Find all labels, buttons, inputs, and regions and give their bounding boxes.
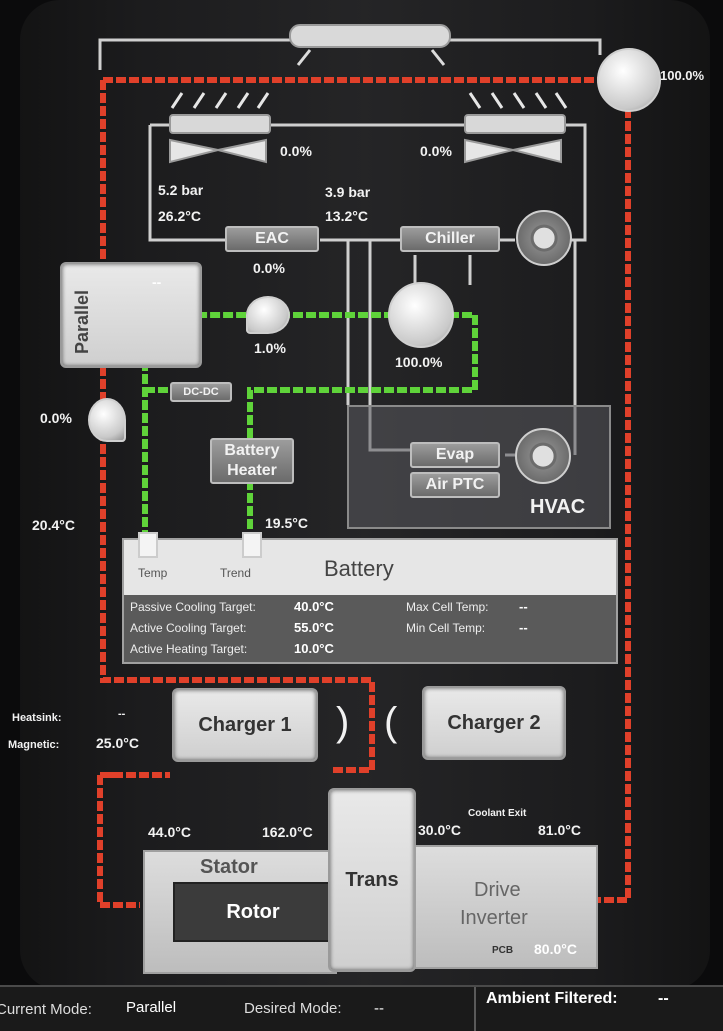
right-fan-pct: 0.0% bbox=[420, 143, 452, 159]
high-side-pressure: 5.2 bar bbox=[158, 182, 204, 198]
charger-2: Charger 2 bbox=[422, 686, 566, 760]
battery-temp-sensor bbox=[138, 532, 158, 558]
condenser-fan-pct: 100.0% bbox=[660, 68, 705, 83]
coolant-inlet-temp: 30.0°C bbox=[418, 822, 461, 838]
low-side-temp: 13.2°C bbox=[325, 208, 368, 224]
powertrain-coolant-loop bbox=[97, 77, 631, 908]
ambient-label: Ambient Filtered: bbox=[486, 990, 618, 1007]
stator-panel: Stator Rotor bbox=[143, 850, 337, 974]
rotor-label: Rotor bbox=[226, 900, 280, 923]
powertrain-pump-pct: 0.0% bbox=[40, 410, 72, 426]
active-heating-value: 10.0°C bbox=[294, 641, 334, 656]
max-cell-value: -- bbox=[519, 599, 528, 614]
low-side-pressure: 3.9 bar bbox=[325, 184, 371, 200]
eac-pct: 0.0% bbox=[253, 260, 285, 276]
battery-trend-sensor bbox=[242, 532, 262, 558]
dcdc-converter: DC-DC bbox=[170, 382, 232, 402]
valve-mode-label: Parallel bbox=[72, 289, 92, 354]
pcb-temp: 80.0°C bbox=[534, 941, 577, 957]
evaporator: Evap bbox=[410, 442, 500, 468]
charger-link-left-icon: ) bbox=[336, 700, 350, 744]
coolant-exit-temp: 81.0°C bbox=[538, 822, 581, 838]
rotor-temp: 162.0°C bbox=[262, 824, 313, 840]
stator-temp: 44.0°C bbox=[148, 824, 191, 840]
desired-mode-value: -- bbox=[374, 1000, 384, 1017]
active-cooling-label: Active Cooling Target: bbox=[130, 621, 247, 635]
condenser-fans bbox=[169, 138, 562, 164]
max-cell-label: Max Cell Temp: bbox=[406, 600, 489, 614]
battery-pump-icon bbox=[246, 296, 290, 334]
charger-link-right-icon: ( bbox=[384, 700, 398, 744]
desired-mode-label: Desired Mode: bbox=[244, 1000, 342, 1017]
high-side-temp: 26.2°C bbox=[158, 208, 201, 224]
eac-valve: EAC bbox=[225, 226, 319, 252]
hvac-title: HVAC bbox=[530, 496, 586, 518]
rotor-box: Rotor bbox=[173, 882, 333, 942]
passive-cooling-label: Passive Cooling Target: bbox=[130, 600, 256, 614]
battery-trend-label: Trend bbox=[220, 566, 251, 580]
chiller: Chiller bbox=[400, 226, 500, 252]
min-cell-label: Min Cell Temp: bbox=[406, 621, 486, 635]
air-ptc-heater: Air PTC bbox=[410, 472, 500, 498]
battery-heater: Battery Heater bbox=[210, 438, 294, 484]
valve-mode-panel: Parallel -- bbox=[60, 262, 202, 368]
left-coolant-temp: 20.4°C bbox=[32, 517, 75, 533]
coolant-exit-label: Coolant Exit bbox=[468, 808, 527, 819]
chiller-pump-pct: 100.0% bbox=[395, 354, 443, 370]
inverter-label-2: Inverter bbox=[460, 907, 528, 929]
drive-inverter-panel: Drive Inverter PCB 80.0°C bbox=[414, 845, 598, 969]
status-bar: Current Mode: Parallel Desired Mode: -- … bbox=[0, 985, 723, 1031]
airflow-lines bbox=[170, 92, 568, 109]
evap-expansion-valve-icon bbox=[515, 428, 571, 484]
active-cooling-value: 55.0°C bbox=[294, 620, 334, 635]
heatsink-label: Heatsink: bbox=[12, 712, 62, 724]
pcb-label: PCB bbox=[492, 945, 514, 956]
battery-pump-pct: 1.0% bbox=[254, 340, 286, 356]
battery-heater-temp: 19.5°C bbox=[265, 515, 308, 531]
inverter-label-1: Drive bbox=[474, 879, 521, 901]
passive-cooling-value: 40.0°C bbox=[294, 599, 334, 614]
charger-1: Charger 1 bbox=[172, 688, 318, 762]
powertrain-pump-icon bbox=[88, 398, 126, 442]
current-mode-label: Current Mode: bbox=[0, 1001, 92, 1018]
battery-panel: Temp Trend Battery Passive Cooling Targe… bbox=[122, 532, 618, 664]
active-heating-label: Active Heating Target: bbox=[130, 642, 248, 656]
heatsink-value: -- bbox=[118, 708, 126, 720]
chiller-pump-icon bbox=[388, 282, 454, 348]
min-cell-value: -- bbox=[519, 620, 528, 635]
chiller-expansion-valve-icon bbox=[516, 210, 572, 266]
ambient-value: -- bbox=[658, 990, 669, 1007]
magnetic-value: 25.0°C bbox=[96, 735, 139, 751]
condenser bbox=[289, 24, 451, 66]
ambient-box: Ambient Filtered: -- bbox=[474, 987, 723, 1031]
current-mode-value: Parallel bbox=[126, 999, 177, 1016]
condenser-fan-icon bbox=[597, 48, 661, 112]
transmission: Trans bbox=[328, 788, 416, 972]
valve-mode-dash: -- bbox=[152, 274, 162, 290]
battery-title: Battery bbox=[324, 556, 394, 581]
left-fan-pct: 0.0% bbox=[280, 143, 312, 159]
battery-temp-label: Temp bbox=[138, 566, 168, 580]
magnetic-label: Magnetic: bbox=[8, 739, 60, 751]
stator-label: Stator bbox=[200, 856, 258, 878]
